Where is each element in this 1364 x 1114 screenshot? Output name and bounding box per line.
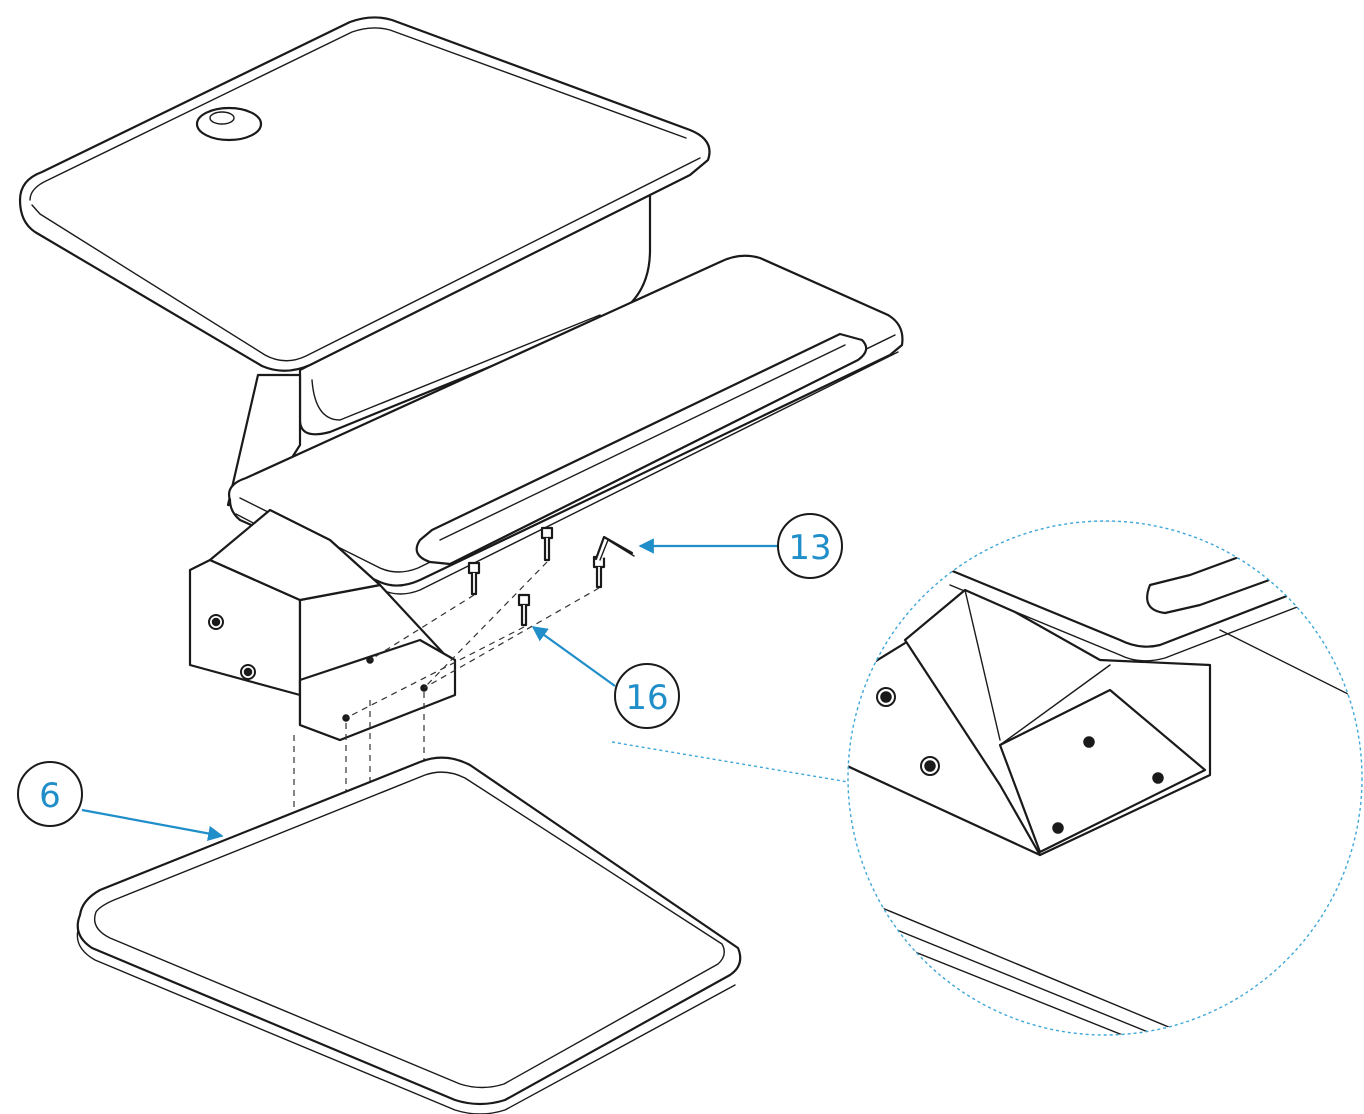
screw-icon bbox=[517, 593, 531, 627]
allen-key-icon bbox=[594, 535, 635, 561]
screw-icon bbox=[467, 561, 481, 596]
mounting-bracket bbox=[188, 508, 457, 742]
screw-icon bbox=[540, 526, 554, 562]
base-plate bbox=[76, 756, 742, 1114]
upper-desk-platform bbox=[18, 16, 711, 436]
screw-icon bbox=[592, 555, 606, 589]
grommet-hole-icon bbox=[195, 106, 263, 142]
callout-label-16: 16 bbox=[625, 678, 668, 718]
callout-label-13: 13 bbox=[788, 528, 831, 568]
callout-16: 16 bbox=[531, 626, 680, 729]
callout-label-6: 6 bbox=[39, 776, 61, 816]
screw-set bbox=[345, 526, 606, 719]
keyboard-tray bbox=[226, 254, 904, 595]
callout-13: 13 bbox=[638, 513, 843, 579]
callout-6: 6 bbox=[17, 761, 224, 842]
